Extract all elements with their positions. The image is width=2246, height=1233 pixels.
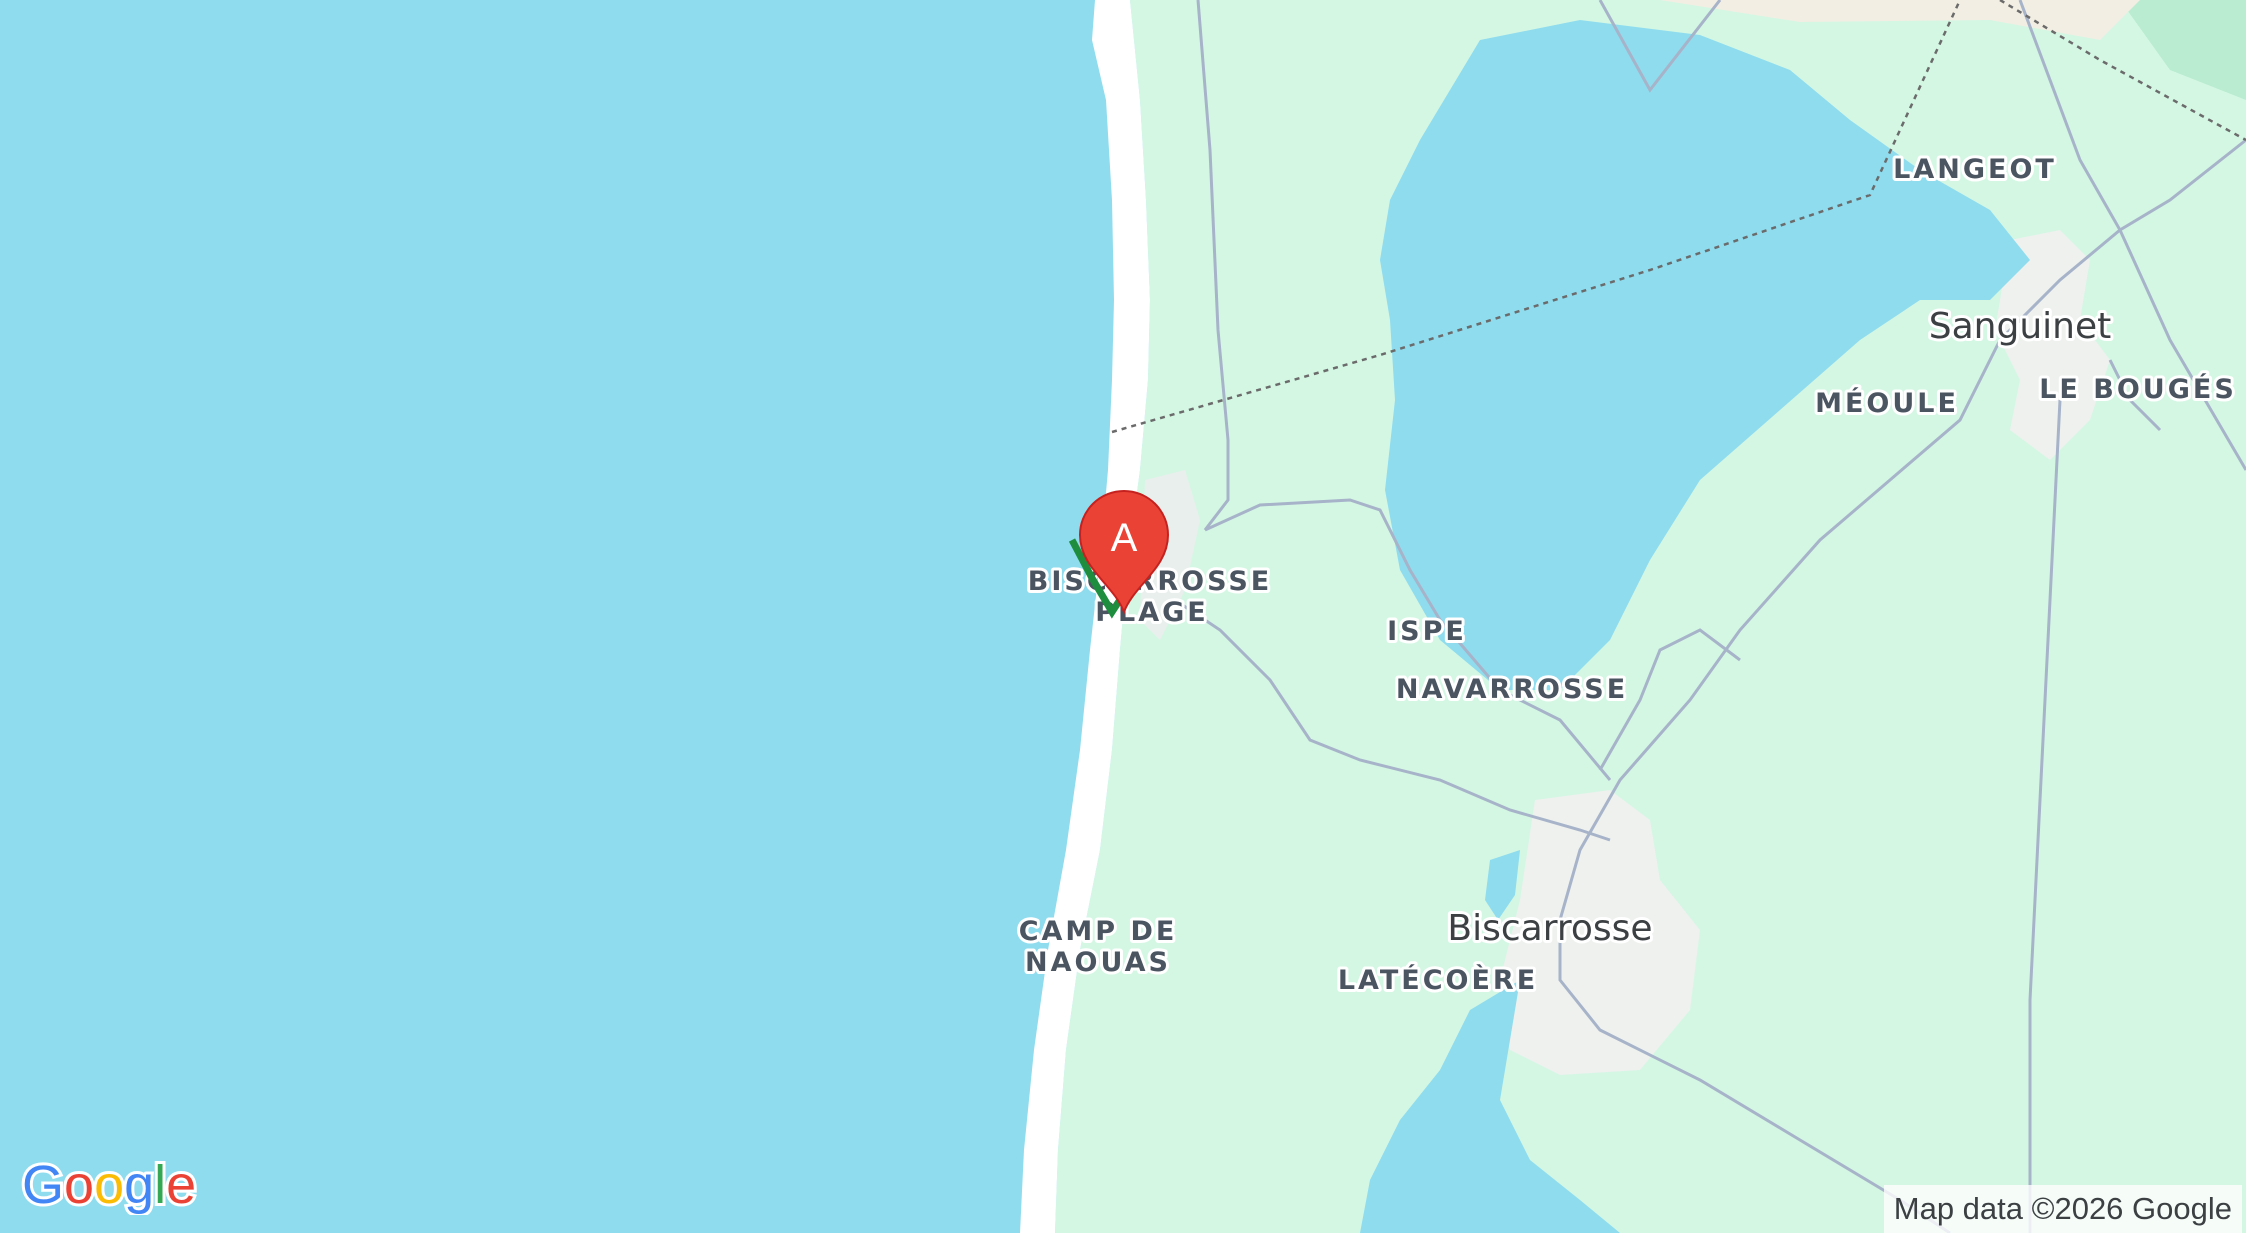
place-label-ispe: ISPE bbox=[1387, 616, 1467, 647]
place-label-meoule: MÉOULE bbox=[1815, 387, 1959, 419]
road bbox=[1174, 598, 1611, 842]
place-label-camp-de-naouas-line2: NAOUAS bbox=[1025, 947, 1171, 978]
road bbox=[1598, 0, 1722, 93]
place-label-biscarrosse: Biscarrosse bbox=[1447, 908, 1652, 949]
road bbox=[1598, 628, 1741, 771]
road bbox=[2028, 399, 2062, 1233]
marker-label: A bbox=[1111, 516, 1138, 560]
svg-text:Google: Google bbox=[22, 1155, 196, 1215]
place-label-le-bouges: LE BOUGÉS bbox=[2039, 373, 2237, 405]
sandy-area bbox=[1660, 0, 2140, 40]
place-label-camp-de-naouas-line1: CAMP DE bbox=[1019, 916, 1178, 947]
beach-strip bbox=[1020, 0, 1150, 1233]
forest-area bbox=[2120, 0, 2246, 100]
land-area bbox=[1055, 0, 2246, 1233]
google-logo: Google bbox=[20, 1155, 199, 1215]
road bbox=[1196, 0, 1230, 531]
place-label-biscarrosse-plage-line2: PLAGE bbox=[1095, 597, 1209, 628]
place-label-navarrosse: NAVARROSSE bbox=[1396, 674, 1628, 705]
lake-cazaux-sanguinet bbox=[1380, 20, 2030, 690]
marker-pin-icon bbox=[1078, 490, 1170, 615]
urban-area-biscarrosse bbox=[1500, 790, 1700, 1075]
map-marker-a[interactable]: A bbox=[1068, 490, 1170, 619]
road bbox=[1558, 138, 2246, 1233]
place-label-sanguinet: Sanguinet bbox=[1929, 306, 2111, 347]
place-label-langeot: LANGEOT bbox=[1893, 154, 2057, 185]
urban-area-sanguinet bbox=[1995, 230, 2110, 460]
lake-biscarrosse-parentis bbox=[1360, 980, 1620, 1233]
boundary-line bbox=[1111, 0, 1962, 434]
place-label-latecoere: LATÉCOÈRE bbox=[1338, 964, 1538, 996]
road bbox=[2108, 359, 2162, 432]
map-attribution[interactable]: Map data ©2026 Google bbox=[1883, 1185, 2242, 1233]
road bbox=[1204, 498, 1612, 781]
pond bbox=[1485, 850, 1520, 920]
